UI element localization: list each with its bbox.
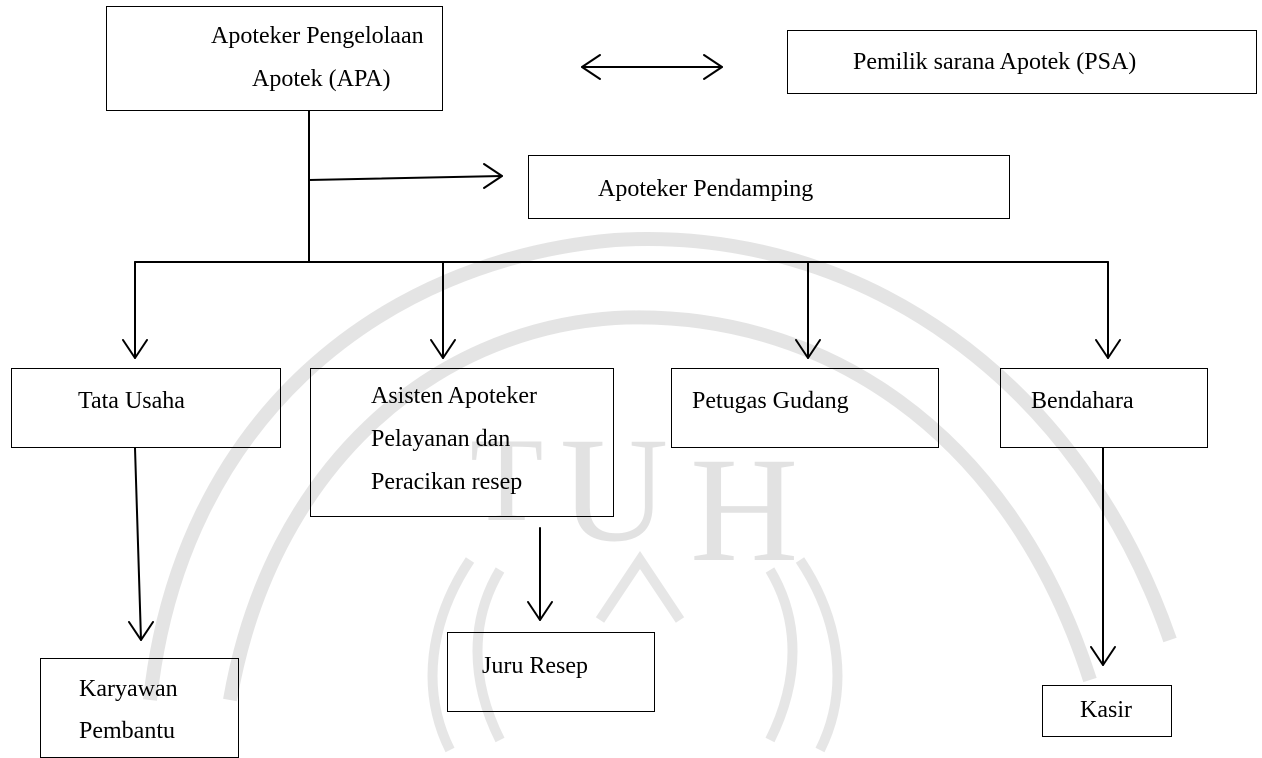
node-kasir-label: Kasir — [1080, 697, 1132, 723]
node-juru-resep-label: Juru Resep — [482, 653, 588, 679]
node-petugas-gudang: Petugas Gudang — [671, 368, 939, 448]
node-juru-resep: Juru Resep — [447, 632, 655, 712]
edge-bendahara-kasir — [1090, 447, 1116, 666]
node-pendamping-label: Apoteker Pendamping — [598, 176, 814, 202]
svg-text:U: U — [560, 407, 668, 573]
edge-asisten-juru-resep — [527, 527, 553, 621]
edge-apa-psa — [581, 54, 723, 80]
node-bendahara: Bendahara — [1000, 368, 1208, 448]
svg-text:H: H — [690, 427, 798, 593]
node-tata-usaha: Tata Usaha — [11, 368, 281, 448]
node-tata-usaha-label: Tata Usaha — [78, 388, 185, 414]
node-pemilik-sarana-apotek: Pemilik sarana Apotek (PSA) — [787, 30, 1257, 94]
node-apa-line-2: Apotek (APA) — [252, 66, 391, 92]
svg-text:T: T — [470, 413, 543, 546]
edge-tata-usaha-karyawan — [128, 447, 154, 641]
node-karyawan-pembantu: Karyawan Pembantu — [40, 658, 239, 758]
node-apoteker-pendamping: Apoteker Pendamping — [528, 155, 1010, 219]
node-apa-line-1: Apoteker Pengelolaan — [211, 23, 424, 49]
node-karyawan-line-2: Pembantu — [79, 718, 175, 744]
node-psa-label: Pemilik sarana Apotek (PSA) — [853, 49, 1137, 75]
edge-apa-bendahara — [1095, 261, 1121, 359]
node-asisten-apoteker: Asisten Apoteker Pelayanan dan Peracikan… — [310, 368, 614, 517]
edge-apa-gudang — [795, 261, 821, 359]
edge-apa-tata-usaha — [122, 261, 148, 359]
node-apoteker-pengelolaan-apotek: Apoteker Pengelolaan Apotek (APA) — [106, 6, 443, 111]
node-asisten-line-1: Asisten Apoteker — [371, 383, 537, 409]
edge-apa-pendamping — [308, 163, 503, 189]
node-karyawan-line-1: Karyawan — [79, 676, 178, 702]
node-kasir: Kasir — [1042, 685, 1172, 737]
node-asisten-line-2: Pelayanan dan — [371, 426, 511, 452]
node-asisten-line-3: Peracikan resep — [371, 469, 523, 495]
node-gudang-label: Petugas Gudang — [692, 388, 849, 414]
node-bendahara-label: Bendahara — [1031, 388, 1134, 414]
edge-apa-asisten — [430, 261, 456, 359]
